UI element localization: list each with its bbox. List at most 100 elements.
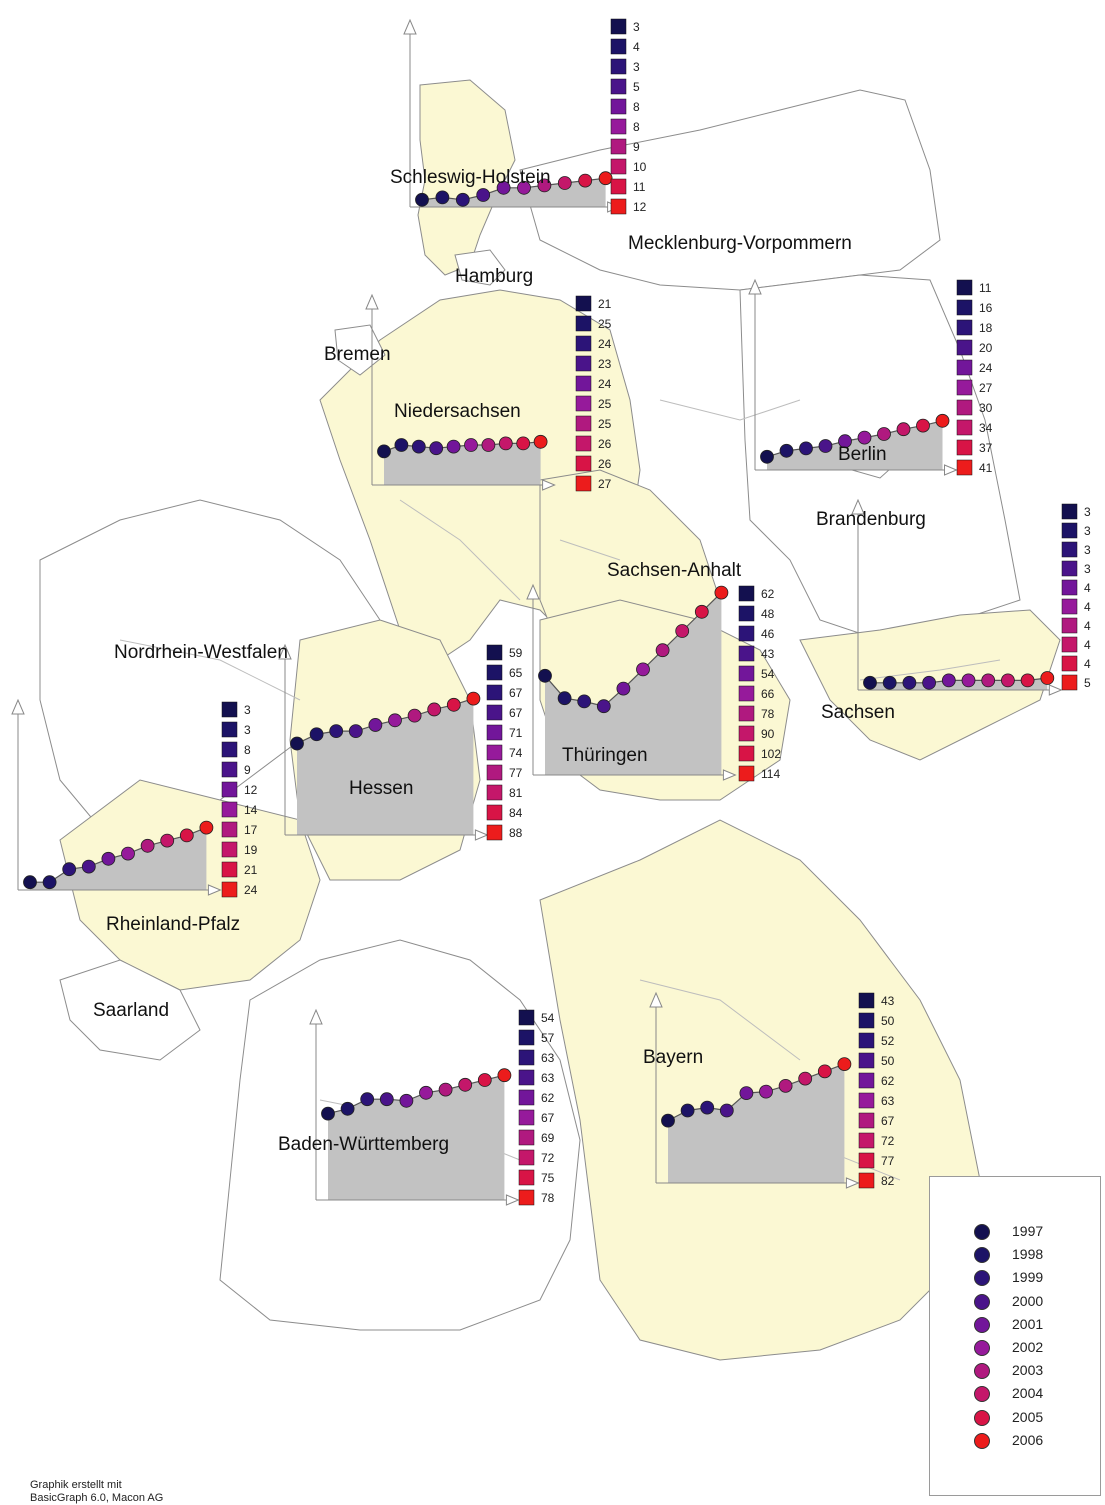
area-line: [383, 441, 541, 452]
value-swatch: [221, 861, 238, 878]
value-swatch: [1061, 636, 1078, 653]
value-swatch: [1061, 560, 1078, 577]
value-label: 72: [881, 1134, 895, 1148]
value-swatch: [858, 1052, 875, 1069]
data-point: [916, 418, 930, 433]
value-label: 77: [881, 1154, 895, 1168]
value-swatch: [518, 1149, 535, 1166]
value-label: 21: [598, 297, 612, 311]
data-point: [863, 675, 877, 690]
legend-dot: [974, 1247, 990, 1264]
value-label: 34: [979, 421, 993, 435]
data-point: [882, 675, 897, 690]
value-swatch: [518, 1169, 535, 1186]
x-axis-arrow: [505, 1194, 520, 1206]
value-label: 54: [761, 667, 775, 681]
value-label: 81: [509, 786, 523, 800]
data-point: [438, 1082, 453, 1097]
value-label: 50: [881, 1054, 895, 1068]
area-line: [870, 677, 1048, 684]
data-point: [309, 727, 324, 742]
y-axis-arrow: [365, 293, 379, 310]
value-swatch: [858, 1032, 875, 1049]
value-label: 3: [1084, 543, 1091, 557]
legend-dot: [974, 1340, 990, 1356]
data-point: [415, 192, 429, 207]
value-label: 84: [509, 806, 523, 820]
legend-dot: [974, 1432, 990, 1449]
value-label: 78: [541, 1191, 555, 1205]
value-label: 24: [979, 361, 993, 375]
value-swatch: [738, 625, 755, 642]
value-swatch: [610, 198, 627, 215]
value-swatch: [518, 1129, 535, 1146]
area-line: [421, 177, 606, 201]
value-label: 5: [1084, 676, 1091, 690]
value-label: 10: [633, 160, 647, 174]
data-point: [62, 862, 77, 877]
data-point: [466, 691, 481, 706]
county-border: [659, 399, 801, 421]
legend-year-label: 2003: [1012, 1362, 1044, 1379]
data-point: [435, 190, 450, 205]
value-swatch: [610, 58, 627, 75]
data-point: [42, 875, 57, 890]
data-point: [481, 438, 496, 452]
data-point: [1040, 671, 1055, 685]
label-baden-wuerttemberg: Baden-Württemberg: [278, 1134, 449, 1155]
value-swatch: [858, 1072, 875, 1089]
data-point: [388, 713, 402, 728]
county-border: [399, 499, 521, 601]
value-swatch: [486, 684, 503, 701]
value-label: 54: [541, 1011, 555, 1025]
value-swatch: [738, 685, 755, 702]
data-point: [981, 673, 996, 688]
data-point: [1001, 673, 1015, 688]
value-label: 26: [598, 457, 612, 471]
value-label: 27: [979, 381, 993, 395]
value-swatch: [518, 1049, 535, 1066]
value-label: 67: [541, 1111, 555, 1125]
value-label: 4: [1084, 619, 1091, 633]
data-point: [140, 838, 155, 853]
value-swatch: [486, 664, 503, 681]
value-label: 3: [1084, 505, 1091, 519]
data-point: [411, 439, 426, 454]
data-point: [817, 1064, 832, 1079]
legend-dot: [974, 1224, 990, 1240]
value-swatch: [858, 1152, 875, 1169]
value-label: 52: [881, 1034, 895, 1048]
county-border: [119, 639, 301, 701]
label-schleswig-holstein: Schleswig-Holstein: [390, 167, 551, 188]
footnote: Graphik erstellt mit BasicGraph 6.0, Mac…: [30, 1479, 163, 1505]
legend-row: 2001: [930, 1314, 1100, 1336]
value-swatch: [956, 419, 973, 436]
value-swatch: [738, 645, 755, 662]
value-swatch: [956, 319, 973, 336]
data-point: [321, 1106, 335, 1121]
legend-dot: [974, 1409, 990, 1426]
data-point: [760, 449, 774, 464]
data-point: [759, 1084, 773, 1099]
saarland-region: [59, 959, 201, 1061]
data-point: [446, 697, 461, 712]
label-saarland: Saarland: [93, 1000, 169, 1021]
value-swatch: [221, 841, 238, 858]
value-label: 3: [633, 60, 640, 74]
y-axis-arrow: [851, 498, 865, 515]
value-swatch: [518, 1009, 535, 1026]
value-swatch: [221, 741, 238, 758]
value-swatch: [610, 18, 627, 35]
value-swatch: [575, 415, 592, 432]
value-label: 26: [598, 437, 612, 451]
y-axis-arrow: [526, 583, 540, 600]
value-label: 19: [244, 843, 258, 857]
value-swatch: [1061, 617, 1078, 634]
value-label: 67: [509, 686, 523, 700]
value-label: 74: [509, 746, 523, 760]
value-swatch: [1061, 598, 1078, 615]
data-point: [455, 192, 470, 207]
data-point: [538, 668, 552, 683]
